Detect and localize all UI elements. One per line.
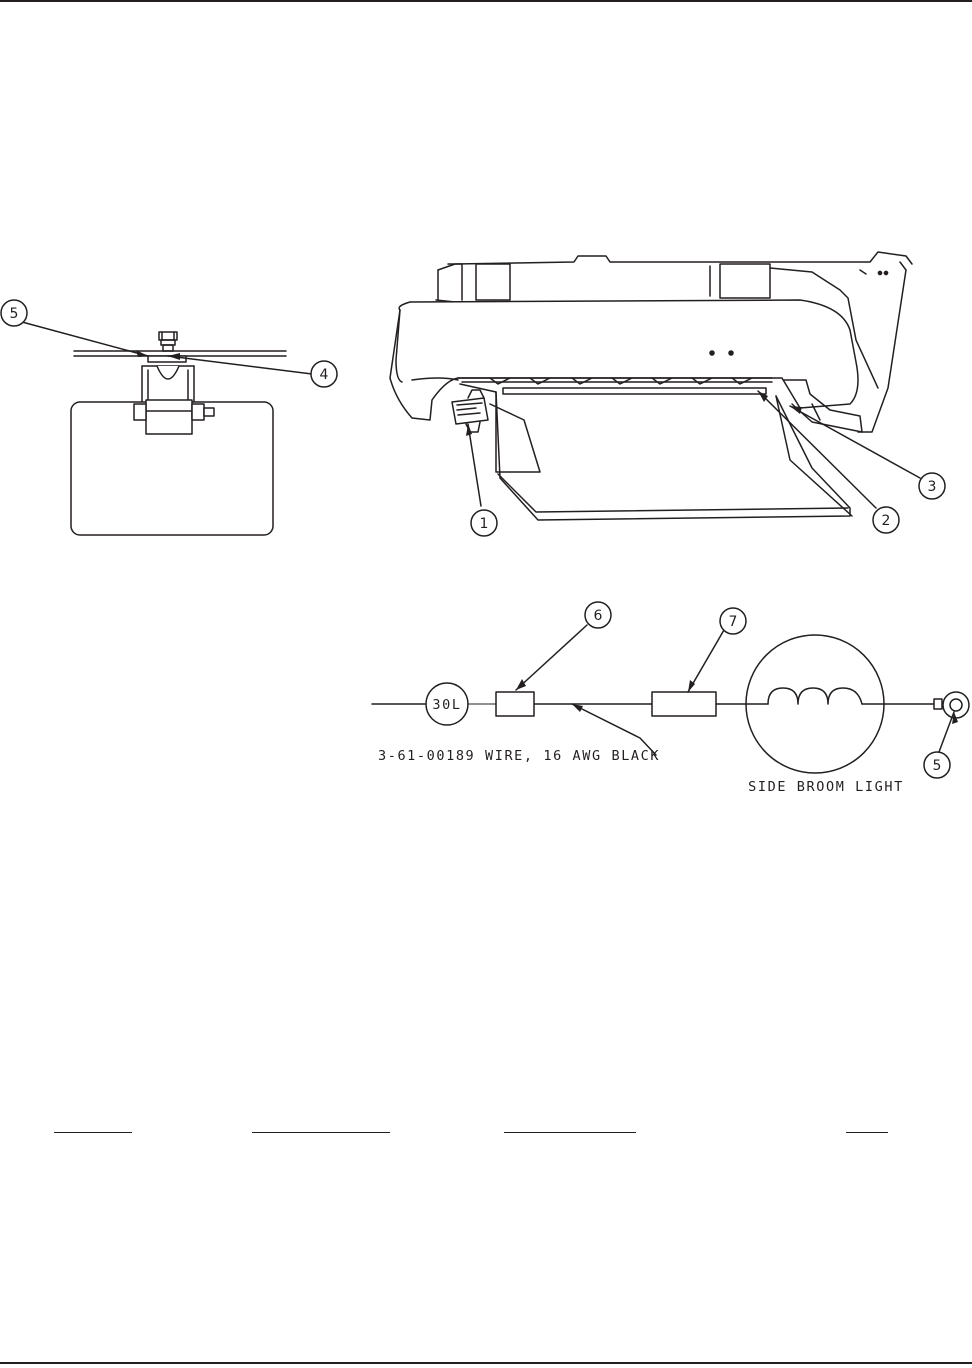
callout-balloon-2: 2: [872, 506, 900, 534]
callout-3-label: 3: [928, 479, 937, 495]
circuit-label: 30L: [432, 697, 461, 713]
callout-leaders: [21, 321, 955, 753]
callout-5-label: 5: [933, 758, 942, 774]
callout-balloon-7: 7: [719, 607, 747, 635]
callout-6-label: 6: [594, 608, 603, 624]
callout-5-label: 5: [10, 306, 19, 322]
callout-balloon-1: 1: [470, 509, 498, 537]
callout-balloon-5-bottom: 5: [923, 751, 951, 779]
bottom-rule: [0, 1362, 972, 1364]
callout-7-label: 7: [729, 614, 738, 630]
top-rule: [0, 0, 972, 2]
callout-2-label: 2: [882, 513, 891, 529]
table-header-part-number: [252, 1110, 390, 1133]
table-header-item: [54, 1110, 132, 1133]
side-broom-assembly: [389, 251, 913, 521]
callout-1-label: 1: [480, 516, 489, 532]
callout-balloon-4: 4: [310, 360, 338, 388]
callout-balloon-5-top: 5: [0, 299, 28, 327]
table-header-qty: [846, 1110, 888, 1133]
light-mount-detail: [70, 331, 287, 536]
arrowheads: [136, 350, 958, 724]
callout-4-label: 4: [320, 367, 329, 383]
callout-balloon-3: 3: [918, 472, 946, 500]
wiring-schematic: [371, 634, 970, 774]
callout-balloon-6: 6: [584, 601, 612, 629]
table-header-description: [504, 1110, 636, 1133]
light-label: SIDE BROOM LIGHT: [748, 779, 904, 795]
wire-note: 3-61-00189 WIRE, 16 AWG BLACK: [378, 748, 660, 764]
